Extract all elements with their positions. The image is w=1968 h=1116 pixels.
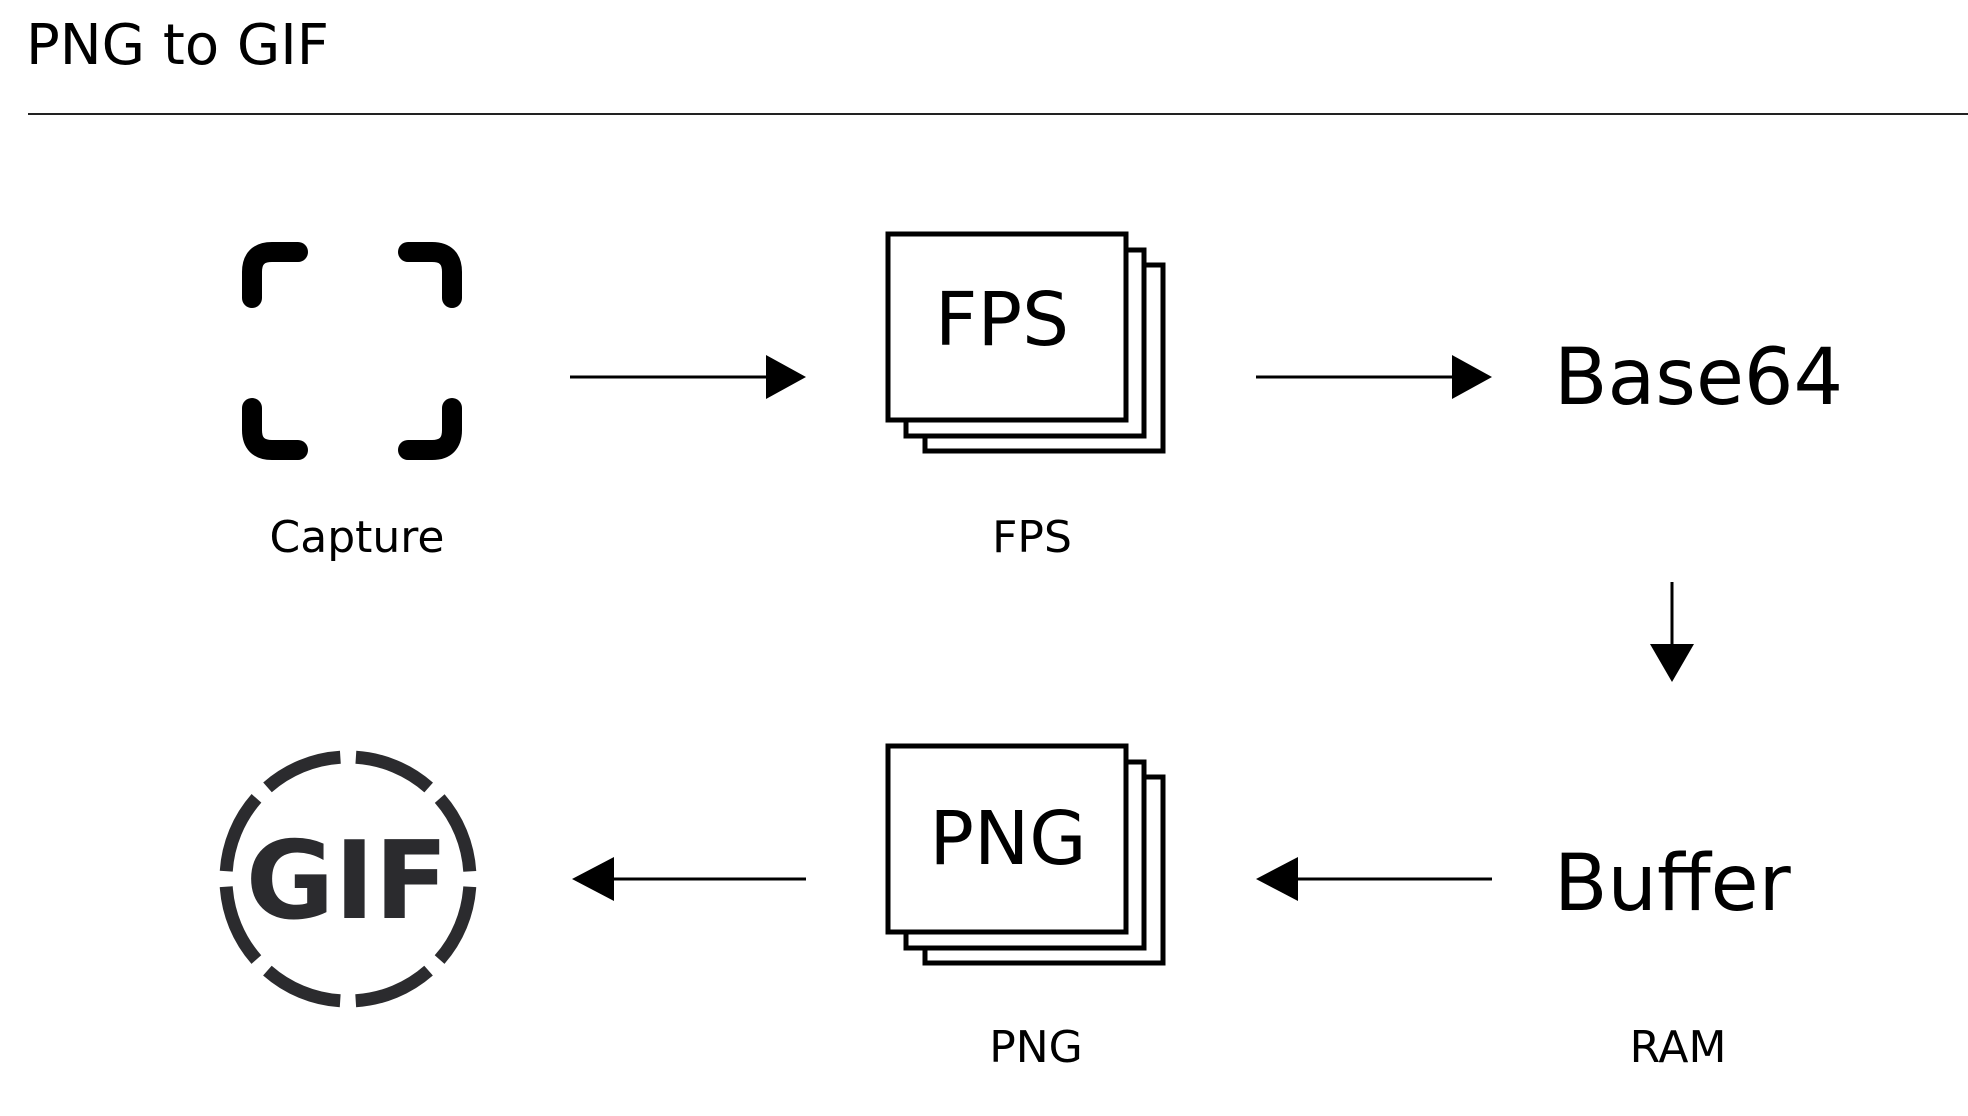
frame-stack-icon: FPS bbox=[885, 231, 1166, 454]
page-title: PNG to GIF bbox=[26, 13, 329, 78]
capture-frame-icon bbox=[242, 242, 462, 460]
arrow-buffer-to-png bbox=[1256, 857, 1492, 901]
arrow-png-to-gif bbox=[572, 857, 806, 901]
fps-stack-label: FPS bbox=[935, 277, 1069, 363]
arrow-capture-to-fps bbox=[570, 355, 806, 399]
gif-badge-icon: GIF bbox=[219, 750, 477, 1008]
capture-caption: Capture bbox=[270, 512, 445, 563]
buffer-label: Buffer bbox=[1554, 839, 1792, 929]
arrow-base64-to-buffer bbox=[1650, 582, 1694, 682]
fps-caption: FPS bbox=[992, 512, 1072, 563]
base64-label: Base64 bbox=[1554, 333, 1843, 423]
png-stack-label: PNG bbox=[929, 796, 1086, 882]
gif-badge-label: GIF bbox=[246, 819, 449, 944]
arrow-fps-to-base64 bbox=[1256, 355, 1492, 399]
frame-stack-icon: PNG bbox=[885, 743, 1166, 966]
title-divider bbox=[28, 113, 1968, 115]
png-caption: PNG bbox=[989, 1022, 1083, 1073]
buffer-caption: RAM bbox=[1630, 1022, 1727, 1073]
